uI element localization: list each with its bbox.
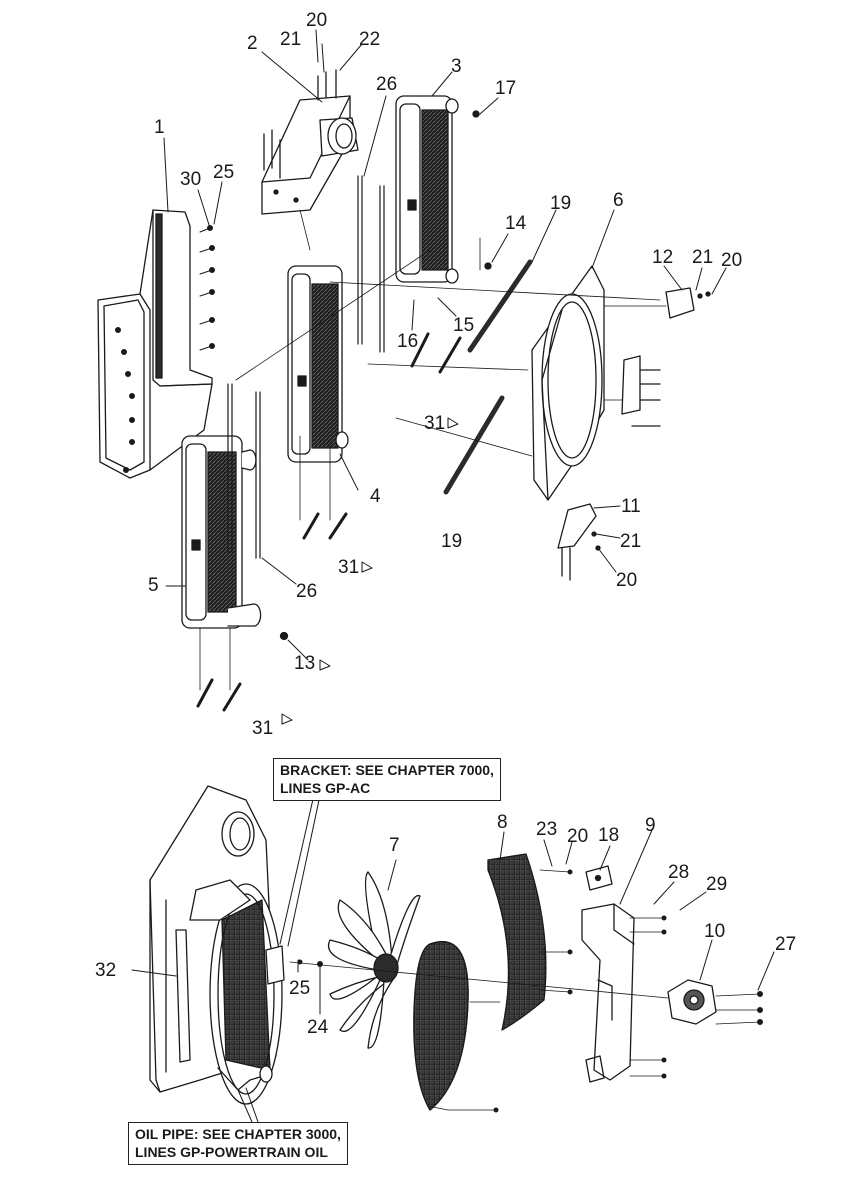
callout-21-top: 21 xyxy=(280,29,302,50)
callout-17: 17 xyxy=(495,78,517,99)
callout-30: 30 xyxy=(180,169,202,190)
callout-1: 1 xyxy=(154,117,165,138)
callout-28: 28 xyxy=(668,862,690,883)
callout-8: 8 xyxy=(497,812,508,833)
callout-4: 4 xyxy=(370,486,381,507)
callout-26-bottom: 26 xyxy=(296,581,318,602)
part-4-oil-cooler xyxy=(287,265,349,463)
part-12-bracket xyxy=(621,287,711,427)
callout-31-upper: 31 xyxy=(424,413,446,434)
part-6-shroud xyxy=(531,265,605,501)
bracket-note-line2: LINES GP-AC xyxy=(280,779,371,796)
assembled-radiator xyxy=(149,785,285,1105)
callout-9: 9 xyxy=(645,815,656,836)
callout-13: 13 xyxy=(294,653,316,674)
bottom-leader-lines xyxy=(131,785,775,1123)
bracket-note-line1: BRACKET: SEE CHAPTER 7000, xyxy=(280,762,494,778)
callout-20-bottom: 20 xyxy=(567,826,589,847)
callout-29: 29 xyxy=(706,874,728,895)
bottom-fasteners xyxy=(297,869,763,1113)
part-7-fan xyxy=(327,871,421,1049)
callout-3: 3 xyxy=(451,56,462,77)
fan-guard-rear xyxy=(413,941,469,1111)
callout-5: 5 xyxy=(148,575,159,596)
callout-27: 27 xyxy=(775,934,797,955)
part-1-frame xyxy=(97,209,213,479)
callout-20-right: 20 xyxy=(721,250,743,271)
part-3-cooler xyxy=(395,95,492,284)
part-10-fan-drive xyxy=(667,979,717,1025)
part-1-bolts xyxy=(115,225,215,473)
part-9-bracket xyxy=(581,903,635,1083)
callout-23: 23 xyxy=(536,819,558,840)
alignment-lines xyxy=(199,209,667,691)
callout-24: 24 xyxy=(307,1017,329,1038)
callout-10: 10 xyxy=(704,921,726,942)
callout-19-upper: 19 xyxy=(550,193,572,214)
bracket-note: BRACKET: SEE CHAPTER 7000, LINES GP-AC xyxy=(273,758,501,801)
callout-12: 12 xyxy=(652,247,674,268)
callout-11: 11 xyxy=(621,496,641,517)
seal-strips xyxy=(196,175,533,712)
callout-20-bracket: 20 xyxy=(616,570,638,591)
callout-21-bracket: 21 xyxy=(620,531,642,552)
callout-14: 14 xyxy=(505,213,527,234)
part-2-top-tank xyxy=(261,69,359,215)
callout-18: 18 xyxy=(598,825,620,846)
part-8-fan-guard xyxy=(487,853,547,1031)
oil-pipe-note-line2: LINES GP-POWERTRAIN OIL xyxy=(135,1143,328,1160)
callout-2: 2 xyxy=(247,33,258,54)
callout-26-top: 26 xyxy=(376,74,398,95)
callout-7: 7 xyxy=(389,835,400,856)
callout-19-lower: 19 xyxy=(441,531,463,552)
callout-20-top: 20 xyxy=(306,10,328,31)
oil-pipe-note: OIL PIPE: SEE CHAPTER 3000, LINES GP-POW… xyxy=(128,1122,348,1165)
part-5-charge-air-cooler xyxy=(181,435,289,641)
callout-15: 15 xyxy=(453,315,475,336)
part-11-bracket xyxy=(557,503,601,581)
callout-31-lower: 31 xyxy=(252,718,274,739)
callout-31-middle: 31 xyxy=(338,557,360,578)
callout-21-right: 21 xyxy=(692,247,714,268)
leader-lines xyxy=(163,29,727,661)
triangle-icons xyxy=(281,417,459,725)
callout-32: 32 xyxy=(95,960,117,981)
callout-25-bottom: 25 xyxy=(289,978,311,999)
oil-pipe-note-line1: OIL PIPE: SEE CHAPTER 3000, xyxy=(135,1126,341,1142)
callout-16: 16 xyxy=(397,331,419,352)
callout-22: 22 xyxy=(359,29,381,50)
callout-25-top: 25 xyxy=(213,162,235,183)
callout-6: 6 xyxy=(613,190,624,211)
part-18-plate xyxy=(585,865,613,891)
bottom-alignment-lines xyxy=(289,869,761,1111)
